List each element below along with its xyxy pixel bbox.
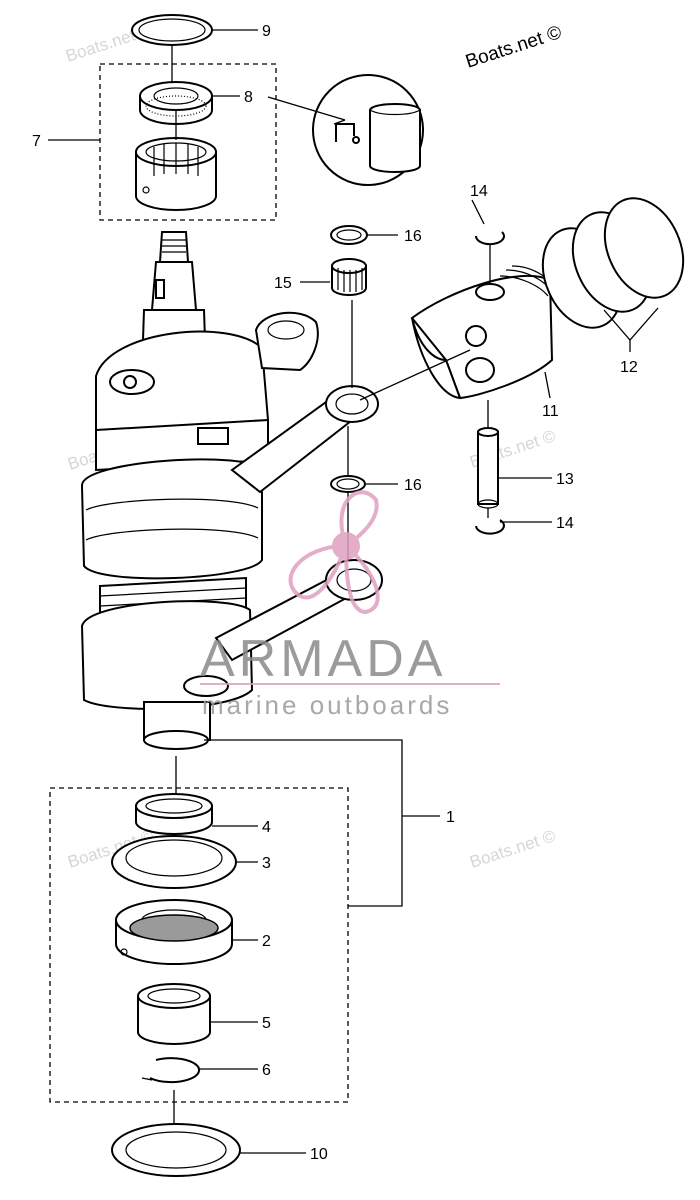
group-1-box (49, 787, 349, 1103)
callout-3: 3 (262, 855, 271, 872)
callout-15: 15 (274, 275, 292, 292)
group-7-box (99, 63, 277, 221)
callout-10: 10 (310, 1146, 328, 1163)
part-16-thrust-washer-upper (330, 225, 368, 245)
part-14-piston-pin-clip-upper (474, 231, 505, 246)
part-3-plate (111, 835, 237, 889)
part-11-piston (410, 265, 557, 400)
callout-7: 7 (32, 133, 41, 150)
callout-5: 5 (262, 1015, 271, 1032)
callout-1: 1 (446, 809, 455, 826)
part-10-washer (111, 1123, 241, 1177)
callout-2: 2 (262, 933, 271, 950)
part-6-circlip (141, 1057, 201, 1084)
armada-logo: ARMADA marine outboards (200, 490, 500, 720)
part-2-ball-bearing (115, 899, 233, 965)
callout-13: 13 (556, 471, 574, 488)
part-7-needle-bearing (135, 137, 217, 211)
crankshaft (80, 231, 319, 750)
part-14-piston-pin-clip-lower (475, 519, 505, 535)
callout-8: 8 (244, 89, 253, 106)
watermark-corner: Boats.net © (463, 22, 564, 73)
part-9-oil-seal-ring (131, 14, 213, 46)
propeller-icon (288, 490, 380, 615)
part-15-small-end-bearing (331, 258, 367, 296)
callout-16-upper: 16 (404, 228, 422, 245)
part-12-piston-rings (541, 197, 685, 329)
connecting-rod-upper (230, 385, 379, 494)
watermark-low-right: Boats.net © (467, 826, 558, 872)
callout-4: 4 (262, 819, 271, 836)
callout-9: 9 (262, 23, 271, 40)
brand-tagline: marine outboards (202, 690, 452, 720)
part-13-piston-pin (477, 427, 499, 509)
callout-12: 12 (620, 359, 638, 376)
callout-14-upper: 14 (470, 183, 488, 200)
part-5-roller-bearing (137, 983, 211, 1045)
group-1-bracket (204, 739, 403, 907)
callout-6: 6 (262, 1062, 271, 1079)
callout-14-lower: 14 (556, 515, 574, 532)
brand-name: ARMADA (200, 630, 446, 688)
part-4-seal-ring (135, 793, 213, 835)
callout-11: 11 (542, 403, 559, 420)
callout-16-lower: 16 (404, 477, 422, 494)
lubricant-detail-icon (312, 74, 424, 186)
part-16-thrust-washer-lower (330, 475, 366, 493)
